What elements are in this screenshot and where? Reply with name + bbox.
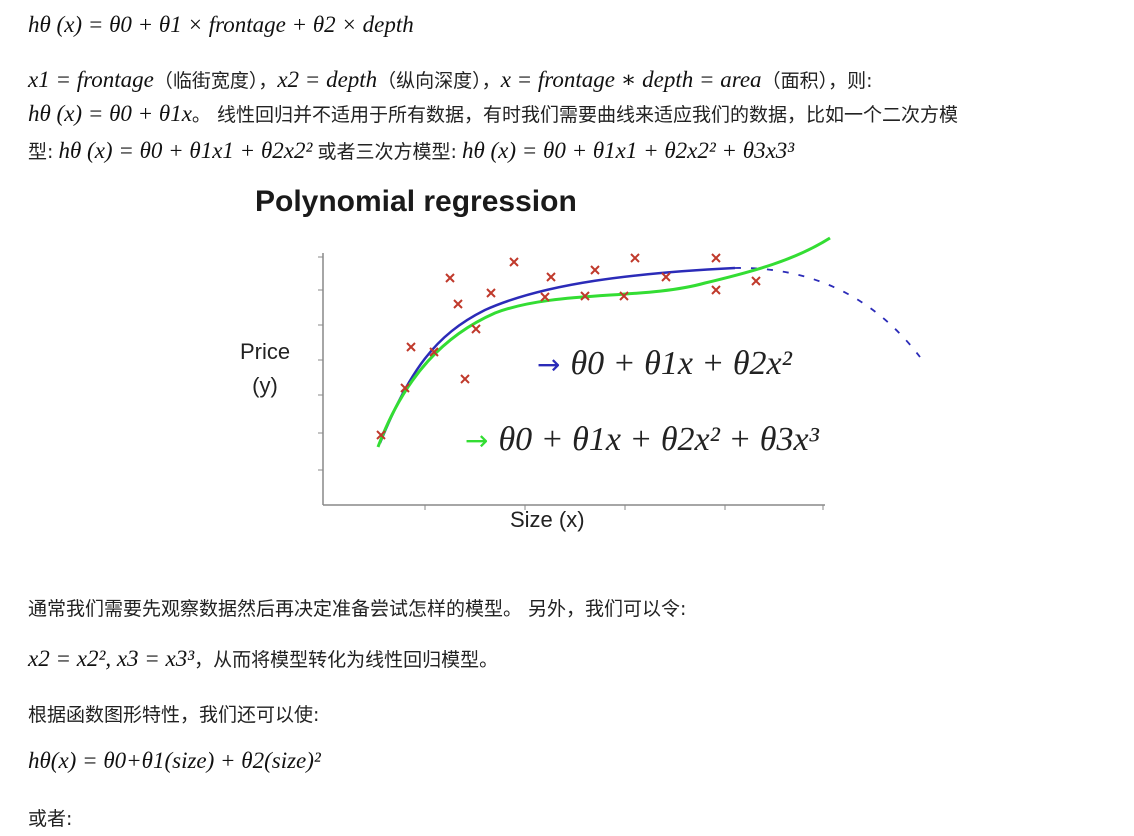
formula-area: x = frontage ∗ depth = area (500, 67, 762, 92)
y-axis-label-price: Price (239, 339, 291, 364)
data-point (546, 272, 556, 282)
data-point (376, 430, 386, 440)
formula-substitution: x2 = x2², x3 = x3³ (28, 646, 195, 671)
quadratic-curve-extension (734, 267, 921, 358)
y-ticks (318, 256, 323, 471)
data-point (445, 273, 455, 283)
figure-title: Polynomial regression (255, 185, 577, 218)
formula-linear: hθ (x) = θ0 + θ1x (28, 101, 192, 126)
formula-x2: x2 = depth (277, 67, 378, 92)
paragraph-or: 或者: (28, 808, 73, 830)
quadratic-equation-text: θ0 + θ1x + θ2x² (570, 345, 792, 382)
polynomial-regression-figure: Polynomial regression Price (y) Size (x)… (225, 185, 925, 545)
formula-size-quadratic: hθ(x) = θ0+θ1(size) + θ2(size)² (28, 748, 321, 773)
formula-cubic-model: hθ (x) = θ0 + θ1x1 + θ2x2² + θ3x3³ (461, 138, 795, 163)
paragraph-quadratic-cubic: 型: hθ (x) = θ0 + θ1x1 + θ2x2² 或者三次方模型: h… (28, 137, 794, 164)
blue-arrow-icon: → (537, 348, 561, 381)
data-point (590, 265, 600, 275)
quadratic-curve (378, 266, 736, 444)
y-axis-label-y: (y) (252, 373, 278, 398)
cubic-curve (376, 236, 831, 448)
paragraph-observe-data: 通常我们需要先观察数据然后再决定准备尝试怎样的模型。 另外，我们可以令: (28, 598, 687, 620)
text-depth-cn: （纵向深度）， (377, 70, 501, 92)
data-point (619, 291, 629, 301)
data-points (376, 253, 761, 440)
x-axis-label: Size (x) (510, 507, 585, 532)
y-axis-label: Price (y) (225, 335, 305, 403)
data-point (486, 288, 496, 298)
paragraph-feature-definitions: x1 = frontage（临街宽度），x2 = depth（纵向深度），x =… (28, 66, 872, 93)
data-point (460, 374, 470, 384)
formula-h-theta-features: hθ (x) = θ0 + θ1 × frontage + θ2 × depth (28, 12, 414, 37)
cubic-equation-text: θ0 + θ1x + θ2x² + θ3x³ (498, 421, 819, 458)
regression-plot (318, 236, 921, 510)
green-arrow-icon: → (465, 424, 489, 457)
formula-quadratic-model: hθ (x) = θ0 + θ1x1 + θ2x2² (58, 138, 313, 163)
paragraph-function-shape: 根据函数图形特性，我们还可以使: (28, 704, 320, 726)
text-frontage-cn: （临街宽度）， (153, 70, 278, 92)
text-convert-linear: ，从而将模型转化为线性回归模型。 (194, 649, 499, 671)
paragraph-linear-not-enough: hθ (x) = θ0 + θ1x。 线性回归并不适用于所有数据，有时我们需要曲… (28, 100, 958, 127)
data-point (630, 253, 640, 263)
cubic-equation-label: → θ0 + θ1x + θ2x² + θ3x³ (465, 421, 819, 459)
data-point (711, 253, 721, 263)
data-point (580, 291, 590, 301)
data-point (540, 292, 550, 302)
data-point (661, 272, 671, 282)
text-area-cn: （面积），则: (761, 70, 873, 92)
text-or-cubic: 或者三次方模型: (317, 141, 457, 163)
data-point (406, 342, 416, 352)
text-type-label: 型: (28, 141, 54, 163)
data-point (453, 299, 463, 309)
quadratic-equation-label: → θ0 + θ1x + θ2x² (537, 345, 792, 383)
formula-x1: x1 = frontage (28, 67, 154, 92)
data-point (711, 285, 721, 295)
paragraph-variable-substitution: x2 = x2², x3 = x3³，从而将模型转化为线性回归模型。 (28, 645, 498, 672)
data-point (400, 383, 410, 393)
text-linear-not-enough: 。 线性回归并不适用于所有数据，有时我们需要曲线来适应我们的数据，比如一个二次方… (191, 104, 958, 126)
formula-line-1: hθ (x) = θ0 + θ1 × frontage + θ2 × depth (28, 12, 414, 38)
x-ticks (424, 505, 824, 510)
data-point (751, 276, 761, 286)
data-point (471, 324, 481, 334)
data-point (509, 257, 519, 267)
data-point (429, 347, 439, 357)
